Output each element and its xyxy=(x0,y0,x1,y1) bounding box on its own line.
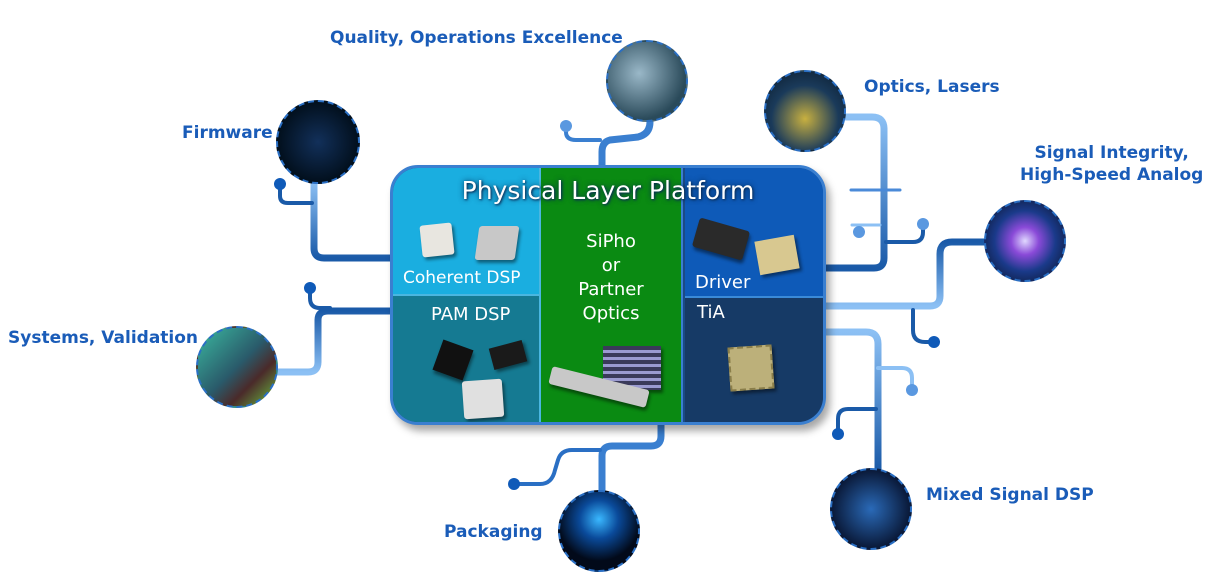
wire-dot xyxy=(508,478,520,490)
chip-image xyxy=(419,222,455,258)
digital-signal-icon xyxy=(830,468,912,550)
label-firmware: Firmware xyxy=(182,123,273,143)
chip-image xyxy=(754,234,800,276)
wire-dot xyxy=(928,336,940,348)
signal-burst-icon xyxy=(984,200,1066,282)
chip-image xyxy=(727,344,775,392)
wire-firmware-branch xyxy=(278,182,314,205)
chip-package-icon xyxy=(558,490,640,572)
label-optics: Optics, Lasers xyxy=(864,77,1000,97)
wire-dot xyxy=(917,218,929,230)
code-circuit-icon xyxy=(276,100,360,184)
physical-layer-platform: Physical Layer Platform Coherent DSP PAM… xyxy=(390,165,826,425)
wire-packaging-branch xyxy=(512,448,602,486)
tile-label-line: Optics xyxy=(582,303,640,324)
tile-sipho-optics: SiPho or Partner Optics xyxy=(539,168,683,422)
tile-label-line: Partner xyxy=(578,279,644,300)
wire-quality-branch xyxy=(564,124,602,142)
wire-dot xyxy=(304,282,316,294)
wire-dot xyxy=(832,428,844,440)
lab-validation-icon xyxy=(196,326,278,408)
wire-signal xyxy=(822,238,994,310)
chip-image xyxy=(488,339,528,371)
wire-systems xyxy=(272,307,396,376)
chip-image xyxy=(461,378,505,420)
tile-coherent-dsp: Coherent DSP xyxy=(393,168,539,296)
label-mixed-signal: Mixed Signal DSP xyxy=(926,485,1094,505)
tile-tia: TiA xyxy=(685,298,823,422)
wire-optics-branch xyxy=(884,222,925,244)
label-systems: Systems, Validation xyxy=(8,328,199,348)
chip-image xyxy=(474,226,520,260)
wire-dot xyxy=(274,178,286,190)
tile-pam-dsp: PAM DSP xyxy=(393,296,539,422)
label-line: High-Speed Analog xyxy=(1020,165,1204,185)
tile-label-line: or xyxy=(601,255,621,276)
wire-dot xyxy=(853,226,865,238)
wire-mixed xyxy=(822,328,882,474)
tile-label: Driver xyxy=(695,272,751,293)
chip-image xyxy=(432,339,474,381)
laser-optics-icon xyxy=(764,70,846,152)
wire-mixed-branch1 xyxy=(876,366,914,390)
chip-image xyxy=(691,217,751,261)
label-quality: Quality, Operations Excellence xyxy=(330,28,623,48)
wire-optics xyxy=(822,113,888,272)
tile-label: TiA xyxy=(697,302,725,323)
wire-signal-branch xyxy=(911,308,936,344)
tile-label: SiPho or Partner Optics xyxy=(541,230,681,326)
platform-title: Physical Layer Platform xyxy=(461,176,755,205)
wire-firmware xyxy=(310,178,396,262)
touchscreen-excellent-icon xyxy=(606,40,688,122)
wire-mixed-branch2 xyxy=(836,407,878,434)
tile-driver: Driver xyxy=(685,168,823,298)
label-packaging: Packaging xyxy=(444,522,543,542)
wire-quality xyxy=(598,104,654,172)
label-signal-integrity: Signal Integrity, High-Speed Analog xyxy=(1020,142,1203,186)
tile-label: Coherent DSP xyxy=(403,268,521,288)
wire-dot xyxy=(906,384,918,396)
tile-label: PAM DSP xyxy=(431,304,511,325)
label-line: Signal Integrity, xyxy=(1034,143,1189,163)
wire-dot xyxy=(560,120,572,132)
wire-packaging xyxy=(598,416,665,496)
tile-label-line: SiPho xyxy=(586,231,636,252)
wire-systems-branch xyxy=(308,286,332,310)
